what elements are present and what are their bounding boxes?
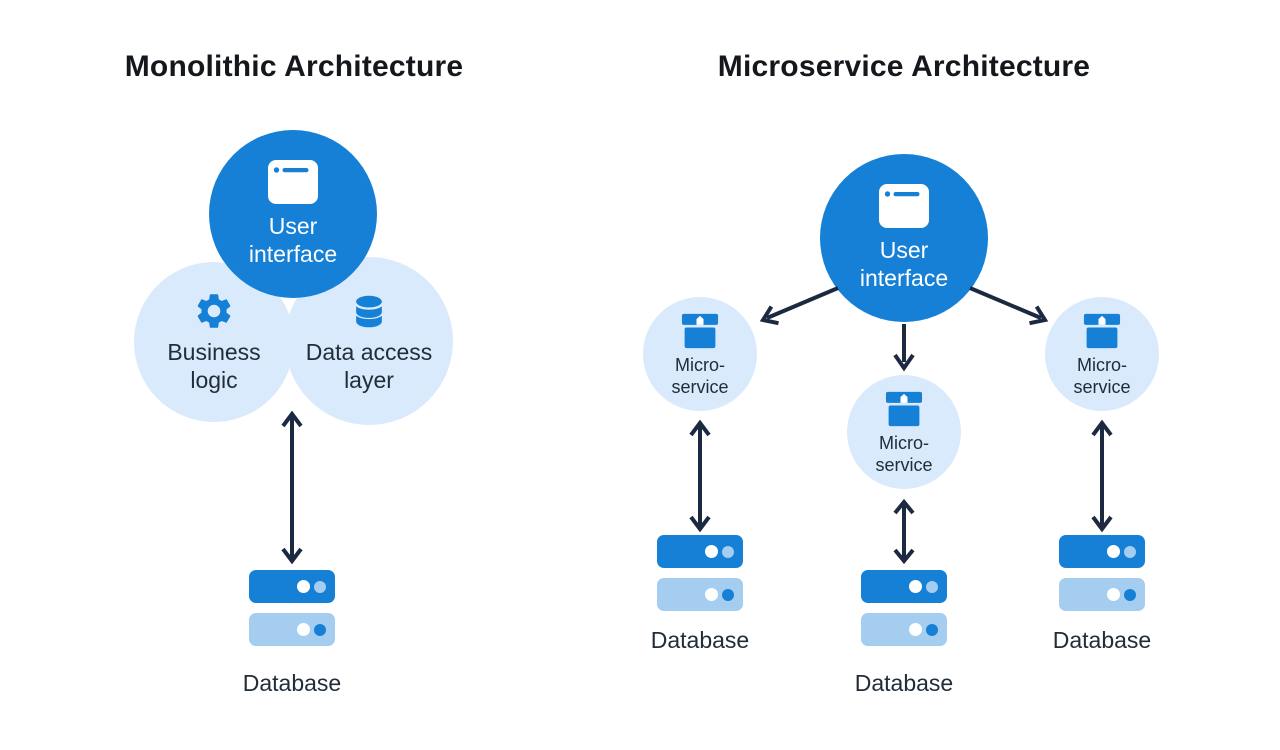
monolithic-title: Monolithic Architecture [124,50,464,83]
server-row-dark [657,535,743,568]
server-led [705,588,718,601]
server-row-pale [1059,578,1145,611]
mono-database-label: Database [242,670,342,696]
server-row-pale [657,578,743,611]
data-access-layer-label: Data access layer [305,339,433,393]
mono-layers-to-db-arrow [281,410,303,565]
microservice-node-right: Micro- service [1045,297,1159,411]
browser-window-icon [879,184,929,228]
browser-window-icon [268,160,318,204]
package-box-icon [882,389,926,429]
micro-user-interface-label: User interface [859,237,949,291]
package-box-icon [1080,311,1124,351]
microservice-node-left: Micro- service [643,297,757,411]
server-row-dark [1059,535,1145,568]
microservice-node-middle: Micro- service [847,375,961,489]
server-row-pale [249,613,335,646]
micro-server-stack-middle-icon [861,570,947,646]
mono-user-interface-label: User interface [248,213,338,267]
server-row-pale [861,613,947,646]
right-service-to-db-arrow [1091,419,1113,533]
server-led [722,545,734,558]
microservice-label-middle: Micro- service [875,432,933,475]
database-cylinder-icon [346,288,392,332]
server-row-dark [249,570,335,603]
ui-to-left-service-arrow [759,286,839,326]
microservice-title: Microservice Architecture [717,50,1091,83]
middle-service-to-db-arrow [893,498,915,565]
business-logic-label: Business logic [167,339,261,393]
server-led [722,588,734,601]
microservice-label-right: Micro- service [1073,354,1131,397]
microservice-label-left: Micro- service [671,354,729,397]
micro-database-label-middle: Database [854,670,954,696]
server-led [297,623,310,636]
mono-user-interface-node: User interface [209,130,377,298]
server-led [1124,545,1136,558]
micro-user-interface-node: User interface [820,154,988,322]
gear-icon [193,290,235,332]
server-led [705,545,718,558]
server-led [314,580,326,593]
package-box-icon [678,311,722,351]
server-led [909,623,922,636]
micro-server-stack-right-icon [1059,535,1145,611]
micro-database-label-left: Database [650,627,750,653]
server-led [926,580,938,593]
server-led [1107,545,1120,558]
server-led [314,623,326,636]
micro-database-label-right: Database [1052,627,1152,653]
micro-server-stack-left-icon [657,535,743,611]
server-led [297,580,310,593]
server-led [1124,588,1136,601]
ui-to-right-service-arrow [969,286,1049,326]
server-led [1107,588,1120,601]
server-led [909,580,922,593]
left-service-to-db-arrow [689,419,711,533]
ui-to-middle-service-arrow [893,324,915,372]
server-led [926,623,938,636]
server-row-dark [861,570,947,603]
mono-server-stack-icon [249,570,335,646]
